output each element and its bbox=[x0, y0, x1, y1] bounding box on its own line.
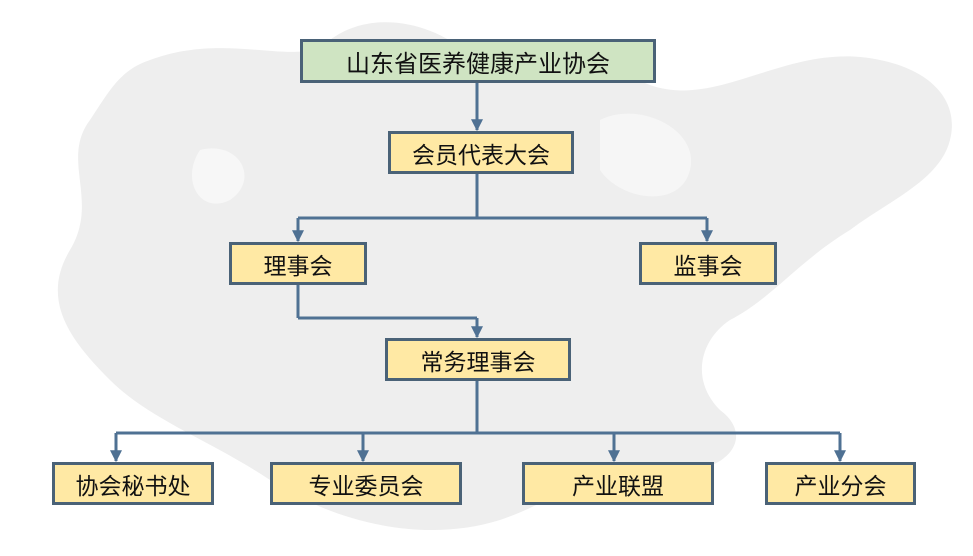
supervisors-node: 监事会 bbox=[639, 242, 777, 285]
department-label: 协会秘书处 bbox=[75, 473, 191, 500]
root-node: 山东省医养健康产业协会 bbox=[300, 39, 656, 83]
department-node-secretariat: 协会秘书处 bbox=[52, 462, 214, 505]
standing-council-node: 常务理事会 bbox=[385, 338, 571, 381]
supervisors-label: 监事会 bbox=[673, 253, 743, 280]
root-label: 山东省医养健康产业协会 bbox=[346, 49, 610, 78]
assembly-node: 会员代表大会 bbox=[388, 131, 574, 174]
department-label: 产业联盟 bbox=[572, 473, 664, 500]
department-node-committee: 专业委员会 bbox=[270, 462, 462, 505]
department-node-branch: 产业分会 bbox=[765, 462, 916, 505]
department-node-alliance: 产业联盟 bbox=[522, 462, 714, 505]
council-label: 理事会 bbox=[263, 253, 333, 280]
council-node: 理事会 bbox=[229, 242, 367, 285]
standing-council-label: 常务理事会 bbox=[420, 349, 536, 376]
department-label: 产业分会 bbox=[794, 473, 887, 500]
assembly-label: 会员代表大会 bbox=[412, 142, 550, 169]
department-label: 专业委员会 bbox=[308, 473, 424, 500]
